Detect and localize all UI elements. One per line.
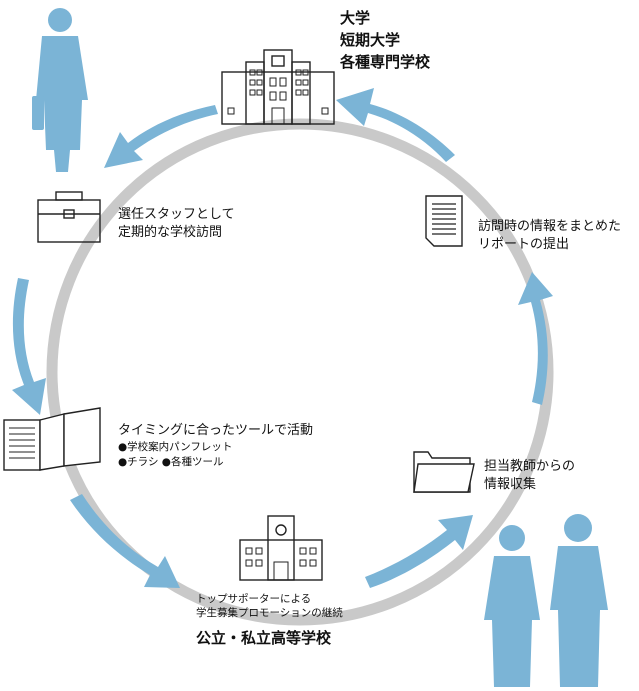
arrow-to-university: [336, 88, 455, 162]
step-collect-label: 担当教師からの 情報収集: [484, 458, 575, 493]
highschool-title: 公立・私立高等学校: [196, 629, 332, 647]
staff-silhouette-icon: [32, 8, 88, 172]
step-collect-line: 担当教師からの: [484, 459, 576, 474]
step-visit-line: 選任スタッフとして: [118, 207, 235, 222]
step-tools-bullet: ●チラシ ●各種ツール: [118, 455, 224, 468]
step-tools-label: タイミングに合ったツールで活動 ●学校案内パンフレット ●チラシ ●各種ツール: [118, 422, 313, 470]
briefcase-icon: [37, 191, 101, 243]
highschool-building-icon: [239, 515, 323, 581]
step-report-label: 訪問時の情報をまとめた リポートの提出: [478, 218, 621, 253]
step-collect-line: 情報収集: [484, 476, 537, 492]
university-title-line: 各種専門学校: [340, 52, 431, 71]
university-label: 大学 短期大学 各種専門学校: [340, 8, 430, 73]
highschool-caption: トップサポーターによる 学生募集プロモーションの継続: [196, 592, 343, 620]
students-silhouette-icon: [484, 514, 608, 687]
step-visit-label: 選任スタッフとして 定期的な学校訪問: [118, 206, 235, 241]
cycle-arrows: [12, 88, 553, 588]
folder-icon: [413, 451, 475, 493]
arrow-to-collect: [365, 515, 473, 588]
step-tools-line: タイミングに合ったツールで活動: [118, 423, 314, 438]
arrow-to-tools: [12, 278, 46, 415]
step-visit-line: 定期的な学校訪問: [118, 224, 223, 240]
university-title-line: 大学: [340, 9, 371, 27]
step-tools-bullet: ●学校案内パンフレット: [118, 440, 233, 453]
highschool-caption-line: 学生募集プロモーションの継続: [196, 607, 343, 620]
arrow-to-highschool: [70, 494, 180, 588]
step-report-line: リポートの提出: [478, 236, 570, 252]
university-building-icon: [221, 49, 335, 125]
pamphlet-icon: [3, 407, 101, 471]
arrow-to-report: [518, 272, 553, 405]
arrow-to-visit: [104, 105, 218, 168]
report-document-icon: [425, 195, 463, 247]
highschool-caption-line: トップサポーターによる: [196, 593, 312, 605]
step-report-line: 訪問時の情報をまとめた: [478, 219, 622, 234]
university-title-line: 短期大学: [340, 30, 401, 49]
